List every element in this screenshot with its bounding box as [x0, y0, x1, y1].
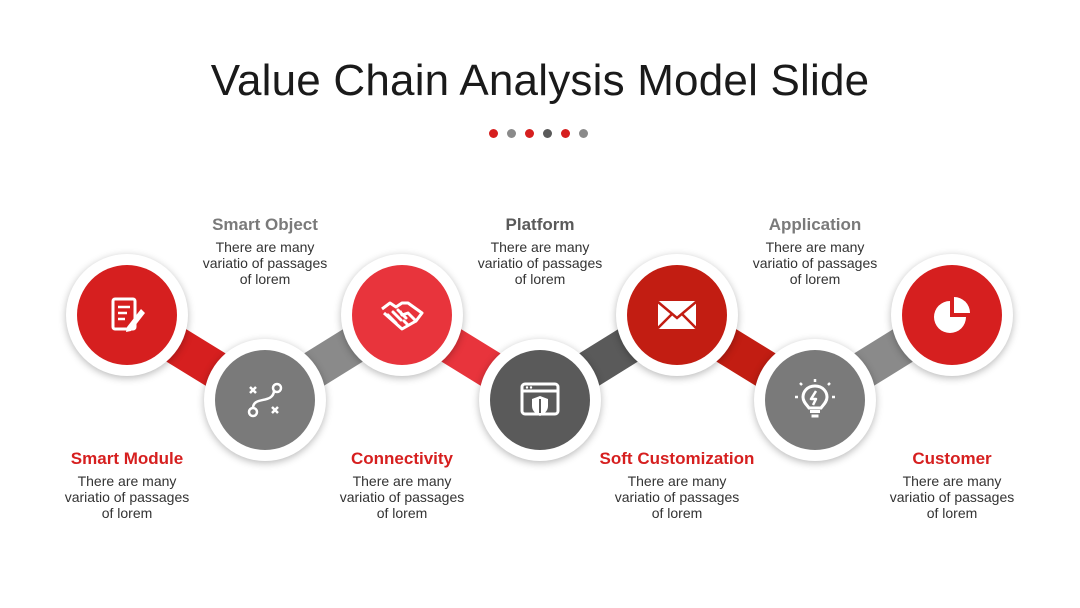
- handshake-icon: [381, 301, 424, 331]
- step-label-application: Application There are many variatio of p…: [725, 215, 905, 287]
- step-label-connectivity: Connectivity There are many variatio of …: [312, 449, 492, 521]
- decoration-dot: [561, 129, 570, 138]
- step-label-smart-module: Smart Module There are many variatio of …: [37, 449, 217, 521]
- step-label-smart-object: Smart Object There are many variatio of …: [175, 215, 355, 287]
- step-label-soft-customization: Soft Customization There are many variat…: [587, 449, 767, 521]
- step-node-connectivity: [341, 254, 463, 376]
- step-heading: Connectivity: [350, 449, 454, 468]
- step-description: There are many variatio of passages of l…: [64, 473, 190, 521]
- step-circle: [352, 265, 452, 365]
- step-description: There are many variatio of passages of l…: [889, 473, 1015, 521]
- step-circle: [490, 350, 590, 450]
- lightbulb-icon: [795, 379, 835, 418]
- step-circle: [77, 265, 177, 365]
- step-circle: [215, 350, 315, 450]
- step-description: There are many variatio of passages of l…: [614, 473, 740, 521]
- step-node-smart-module: [66, 254, 188, 376]
- step-circle: [902, 265, 1002, 365]
- step-node-platform: [479, 339, 601, 461]
- step-node-soft-customization: [616, 254, 738, 376]
- step-label-customer: Customer There are many variatio of pass…: [862, 449, 1042, 521]
- step-label-platform: Platform There are many variatio of pass…: [450, 215, 630, 287]
- decoration-dot: [489, 129, 498, 138]
- decoration-dot: [525, 129, 534, 138]
- step-description: There are many variatio of passages of l…: [752, 239, 878, 287]
- step-node-customer: [891, 254, 1013, 376]
- step-description: There are many variatio of passages of l…: [477, 239, 603, 287]
- title-decoration-dots: [489, 129, 588, 139]
- step-heading: Smart Module: [70, 449, 184, 468]
- step-heading: Platform: [505, 215, 575, 234]
- slide-title: Value Chain Analysis Model Slide: [210, 56, 870, 105]
- route-path-icon: [247, 382, 283, 418]
- step-heading: Application: [768, 215, 862, 234]
- step-description: There are many variatio of passages of l…: [202, 239, 328, 287]
- step-heading: Soft Customization: [599, 449, 755, 468]
- step-heading: Smart Object: [212, 215, 318, 234]
- envelope-icon: [657, 301, 697, 329]
- step-description: There are many variatio of passages of l…: [339, 473, 465, 521]
- step-circle: [627, 265, 727, 365]
- step-node-application: [754, 339, 876, 461]
- step-heading: Customer: [912, 449, 992, 468]
- step-node-smart-object: [204, 339, 326, 461]
- pie-chart-icon: [934, 297, 970, 333]
- step-circle: [765, 350, 865, 450]
- decoration-dot: [543, 129, 552, 138]
- browser-shield-icon: [520, 382, 560, 416]
- decoration-dot: [579, 129, 588, 138]
- decoration-dot: [507, 129, 516, 138]
- document-pencil-icon: [111, 297, 145, 332]
